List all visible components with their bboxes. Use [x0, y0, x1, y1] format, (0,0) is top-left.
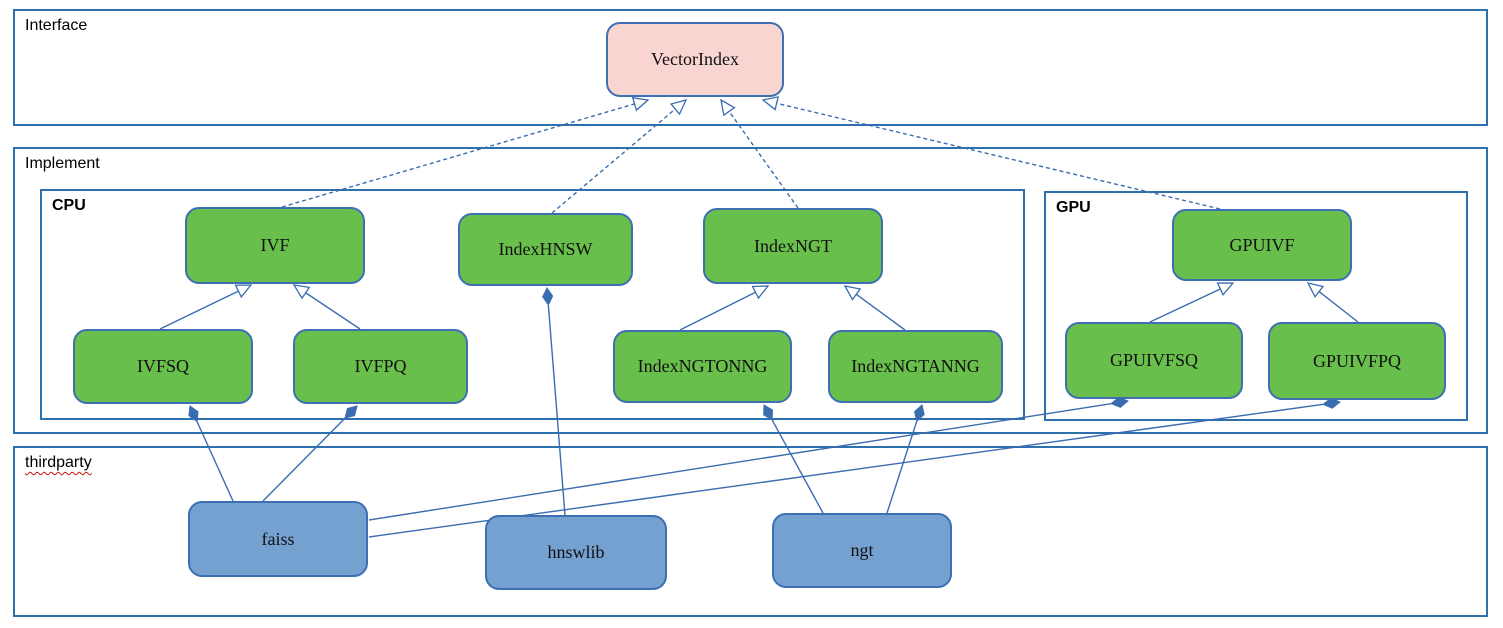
node-label-hnswlib: hnswlib: [547, 542, 605, 562]
node-gpuivf[interactable]: GPUIVF: [1172, 209, 1352, 281]
container-label-thirdparty: thirdparty: [25, 454, 92, 471]
node-label-ivf: IVF: [260, 235, 290, 255]
node-label-ivfpq: IVFPQ: [354, 356, 407, 376]
node-ivfpq[interactable]: IVFPQ: [293, 329, 468, 404]
node-label-faiss: faiss: [261, 528, 295, 549]
node-label-vectorindex: VectorIndex: [651, 49, 739, 69]
node-ivf[interactable]: IVF: [185, 207, 365, 284]
node-ivfsq[interactable]: IVFSQ: [73, 329, 253, 404]
node-faiss[interactable]: faiss: [188, 501, 368, 577]
node-label-indexhnsw: IndexHNSW: [498, 239, 593, 259]
node-label-gpuivfpq: GPUIVFPQ: [1312, 350, 1402, 371]
container-label-cpu: CPU: [52, 197, 86, 214]
node-label-indexngtanng: IndexNGTANNG: [851, 356, 980, 376]
node-indexngt[interactable]: IndexNGT: [703, 208, 883, 284]
node-indexngtanng[interactable]: IndexNGTANNG: [828, 330, 1003, 403]
container-label-gpu: GPU: [1056, 199, 1091, 216]
node-gpuivfpq[interactable]: GPUIVFPQ: [1268, 322, 1446, 400]
node-label-ngt: ngt: [850, 540, 874, 560]
node-ngt[interactable]: ngt: [772, 513, 952, 588]
container-label-interface: Interface: [25, 17, 88, 34]
node-hnswlib[interactable]: hnswlib: [485, 515, 667, 590]
node-label-gpuivfsq: GPUIVFSQ: [1109, 350, 1199, 370]
node-indexhnsw[interactable]: IndexHNSW: [458, 213, 633, 286]
node-gpuivfsq[interactable]: GPUIVFSQ: [1065, 322, 1243, 399]
container-label-implement: Implement: [25, 155, 100, 172]
node-label-indexngt: IndexNGT: [754, 235, 832, 256]
node-vectorindex[interactable]: VectorIndex: [606, 22, 784, 97]
node-indexngtonng[interactable]: IndexNGTONNG: [613, 330, 792, 403]
node-label-gpuivf: GPUIVF: [1229, 234, 1295, 255]
node-label-indexngtonng: IndexNGTONNG: [637, 356, 768, 376]
node-label-ivfsq: IVFSQ: [136, 356, 189, 376]
